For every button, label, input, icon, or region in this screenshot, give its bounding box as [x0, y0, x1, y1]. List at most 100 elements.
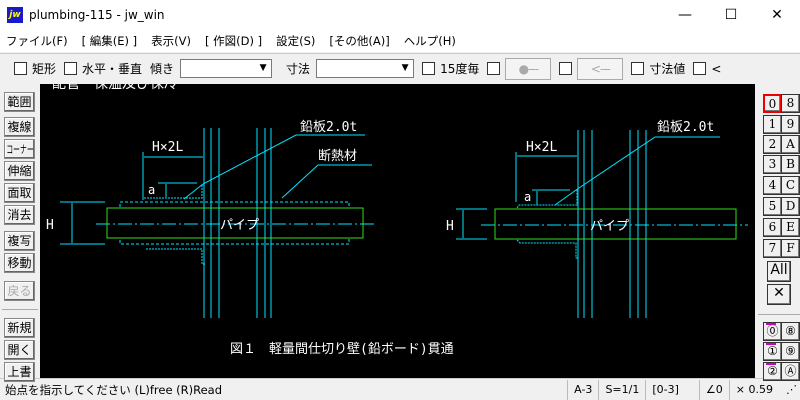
layer-0[interactable]: 0: [763, 94, 782, 113]
tool-move[interactable]: 移動: [4, 253, 35, 273]
tool-erase[interactable]: 消去: [4, 205, 35, 225]
group-marker: [766, 363, 776, 365]
divider: [2, 309, 38, 310]
dimval-label: 寸法値: [649, 62, 686, 76]
group-marker: [766, 323, 776, 325]
layer-b[interactable]: B: [781, 155, 800, 174]
insulation-leader: [281, 164, 372, 199]
group-1[interactable]: ①: [763, 342, 782, 361]
lead-label-1: 鉛板2.0t: [300, 120, 357, 135]
dim-combo[interactable]: ▼: [316, 59, 415, 78]
tool-save[interactable]: 上書: [4, 362, 35, 382]
group-2[interactable]: ②: [763, 362, 782, 381]
menu-settings[interactable]: 設定(S): [276, 34, 316, 48]
lead-leader: [554, 136, 720, 206]
layer-8[interactable]: 8: [781, 94, 800, 113]
group-marker: [766, 343, 776, 345]
menu-bar: ファイル(F) [ 編集(E) ] 表示(V) [ 作図(D) ] 設定(S) …: [0, 30, 800, 52]
pipe-1: [106, 207, 364, 239]
tool-corner-button[interactable]: コーナー: [4, 139, 35, 159]
dimval-checkbox[interactable]: [631, 62, 645, 75]
hv-label: 水平・垂直: [82, 62, 143, 76]
scale[interactable]: S=1/1: [598, 379, 645, 400]
h-label-1: H: [46, 218, 54, 233]
group-0[interactable]: ⓪: [763, 322, 782, 341]
menu-help[interactable]: ヘルプ(H): [403, 34, 456, 48]
insulation-label: 断熱材: [318, 149, 357, 164]
layer-9[interactable]: 9: [781, 115, 800, 134]
tool-open[interactable]: 開く: [4, 340, 35, 360]
arrow-button[interactable]: <‐‐‐: [577, 57, 624, 80]
layer-d[interactable]: D: [781, 197, 800, 216]
group-8[interactable]: ⑧: [781, 322, 800, 341]
angle[interactable]: ∠0: [698, 379, 729, 400]
resize-grip-icon[interactable]: ⋰: [786, 382, 797, 396]
tool-chamfer[interactable]: 面取: [4, 183, 35, 203]
a-label-1: a: [148, 183, 155, 197]
layer-1[interactable]: 1: [763, 115, 782, 134]
opt1-checkbox[interactable]: [487, 62, 501, 75]
tool-range[interactable]: 範囲: [4, 92, 35, 112]
layer-panel: 0 8 1 9 2 A 3 B 4 C 5 D 6 E 7 F All ✕ ⓪ …: [758, 88, 800, 381]
layer-c[interactable]: C: [781, 176, 800, 195]
menu-view[interactable]: 表示(V): [151, 34, 191, 48]
layer-indicator[interactable]: [0-3]: [645, 379, 699, 400]
layer-e[interactable]: E: [781, 218, 800, 237]
lead-label-2: 鉛板2.0t: [657, 120, 714, 135]
deg15-checkbox[interactable]: [422, 62, 436, 75]
layer-2[interactable]: 2: [763, 135, 782, 154]
layer-f[interactable]: F: [781, 239, 800, 258]
menu-other[interactable]: [その他(A)]: [329, 34, 390, 48]
tool-new[interactable]: 新規: [4, 318, 35, 338]
layer-5[interactable]: 5: [763, 197, 782, 216]
pipe-2: [494, 208, 737, 240]
hv-checkbox[interactable]: [64, 62, 78, 75]
layer-6[interactable]: 6: [763, 218, 782, 237]
chevron-down-icon[interactable]: ▼: [401, 63, 409, 73]
status-bar: 始点を指示してください (L)free (R)Read A-3 S=1/1 [0…: [0, 378, 800, 400]
chevron-down-icon[interactable]: ▼: [259, 63, 267, 73]
drawing-canvas[interactable]: 配管・保温及び保冷 鉛板2.0t 断熱材 H×2L a H パイプ 鉛板2.0t…: [40, 84, 755, 378]
close-button[interactable]: ✕: [771, 7, 783, 23]
menu-draw[interactable]: [ 作図(D) ]: [204, 34, 263, 48]
deg15-label: 15度毎: [440, 62, 480, 76]
maximize-button[interactable]: ☐: [724, 7, 738, 23]
menu-edit[interactable]: [ 編集(E) ]: [81, 34, 138, 48]
title-bar: jw plumbing-115 - jw_win — ☐ ✕: [0, 0, 800, 30]
group-9[interactable]: ⑨: [781, 342, 800, 361]
cad-drawing: 配管・保温及び保冷 鉛板2.0t 断熱材 H×2L a H パイプ 鉛板2.0t…: [46, 84, 748, 357]
window-title: plumbing-115 - jw_win: [29, 8, 165, 22]
tool-extend[interactable]: 伸縮: [4, 161, 35, 181]
menu-file[interactable]: ファイル(F): [6, 34, 68, 48]
lead-plate-top: [144, 184, 203, 199]
hx2l-label-1: H×2L: [152, 140, 183, 155]
opt2-checkbox[interactable]: [559, 62, 573, 75]
insulation-top: [119, 201, 350, 209]
figure-caption: 図１ 軽量間仕切り壁(鉛ボード)貫通: [230, 342, 454, 357]
minimize-button[interactable]: —: [678, 7, 692, 23]
layer-a[interactable]: A: [781, 135, 800, 154]
layer-all-button[interactable]: All: [767, 261, 791, 282]
layer-7[interactable]: 7: [763, 239, 782, 258]
status-message: 始点を指示してください (L)free (R)Read: [5, 382, 223, 397]
tool-offset[interactable]: 複線: [4, 117, 35, 137]
point-button[interactable]: ●‐‐‐: [505, 57, 552, 80]
layer-4[interactable]: 4: [763, 176, 782, 195]
last-checkbox[interactable]: [693, 62, 707, 75]
group-1-label: ①: [767, 344, 778, 358]
group-a[interactable]: Ⓐ: [781, 362, 800, 381]
rect-checkbox[interactable]: [14, 62, 27, 75]
dim-label: 寸法: [286, 62, 311, 76]
tool-copy[interactable]: 複写: [4, 231, 35, 251]
group-2-label: ②: [767, 364, 778, 378]
layer-clear-icon[interactable]: ✕: [767, 284, 791, 305]
figure-1: [60, 128, 375, 318]
group-0-label: ⓪: [766, 324, 779, 338]
paper-size[interactable]: A-3: [567, 379, 598, 400]
zoom-level[interactable]: × 0.59: [728, 379, 783, 400]
layer-3[interactable]: 3: [763, 155, 782, 174]
wall-lines: [203, 128, 272, 318]
tool-undo[interactable]: 戻る: [4, 281, 35, 301]
tilt-combo[interactable]: ▼: [180, 59, 273, 78]
last-label: <: [711, 61, 722, 76]
